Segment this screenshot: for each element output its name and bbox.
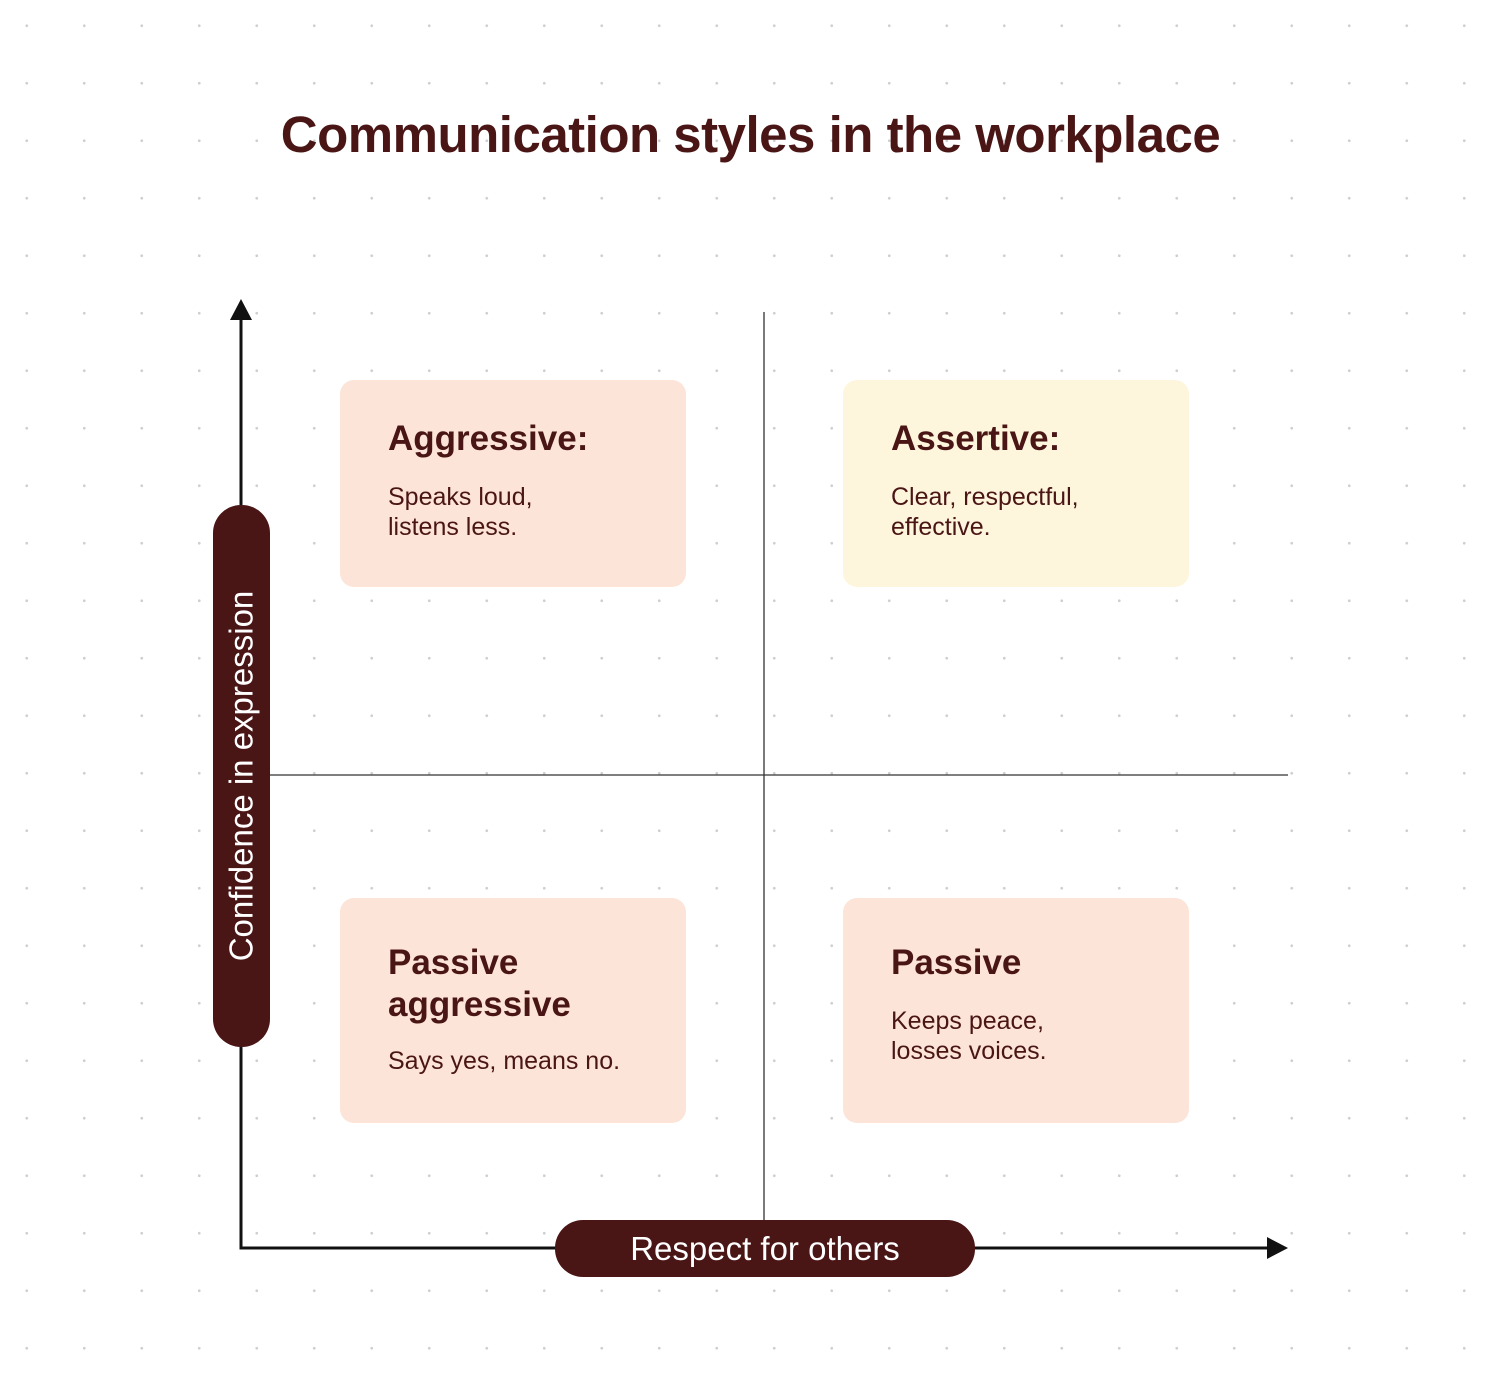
x-axis-arrow-icon [1267,1237,1288,1259]
quadrant-card-passive: Passive Keeps peace, losses voices. [843,898,1189,1123]
card-description: Clear, respectful, effective. [891,483,1079,541]
x-axis-pill: Respect for others [555,1220,975,1277]
card-title: Aggressive: [388,419,589,458]
quadrant-card-passive-aggressive: Passive aggressive Says yes, means no. [340,898,686,1123]
quadrant-card-assertive: Assertive: Clear, respectful, effective. [843,380,1189,587]
card-title: Passive aggressive [388,943,571,1024]
y-axis-arrow-icon [230,299,252,320]
card-description: Speaks loud, listens less. [388,483,533,541]
card-description: Says yes, means no. [388,1047,621,1075]
card-description: Keeps peace, losses voices. [891,1007,1047,1065]
quadrant-card-aggressive: Aggressive: Speaks loud, listens less. [340,380,686,587]
page-title: Communication styles in the workplace [280,106,1221,163]
x-axis-label: Respect for others [630,1229,900,1267]
y-axis-pill [213,505,270,1047]
y-axis-label: Confidence in expression [222,590,259,962]
card-title: Assertive: [891,419,1061,458]
card-title: Passive [891,943,1022,982]
